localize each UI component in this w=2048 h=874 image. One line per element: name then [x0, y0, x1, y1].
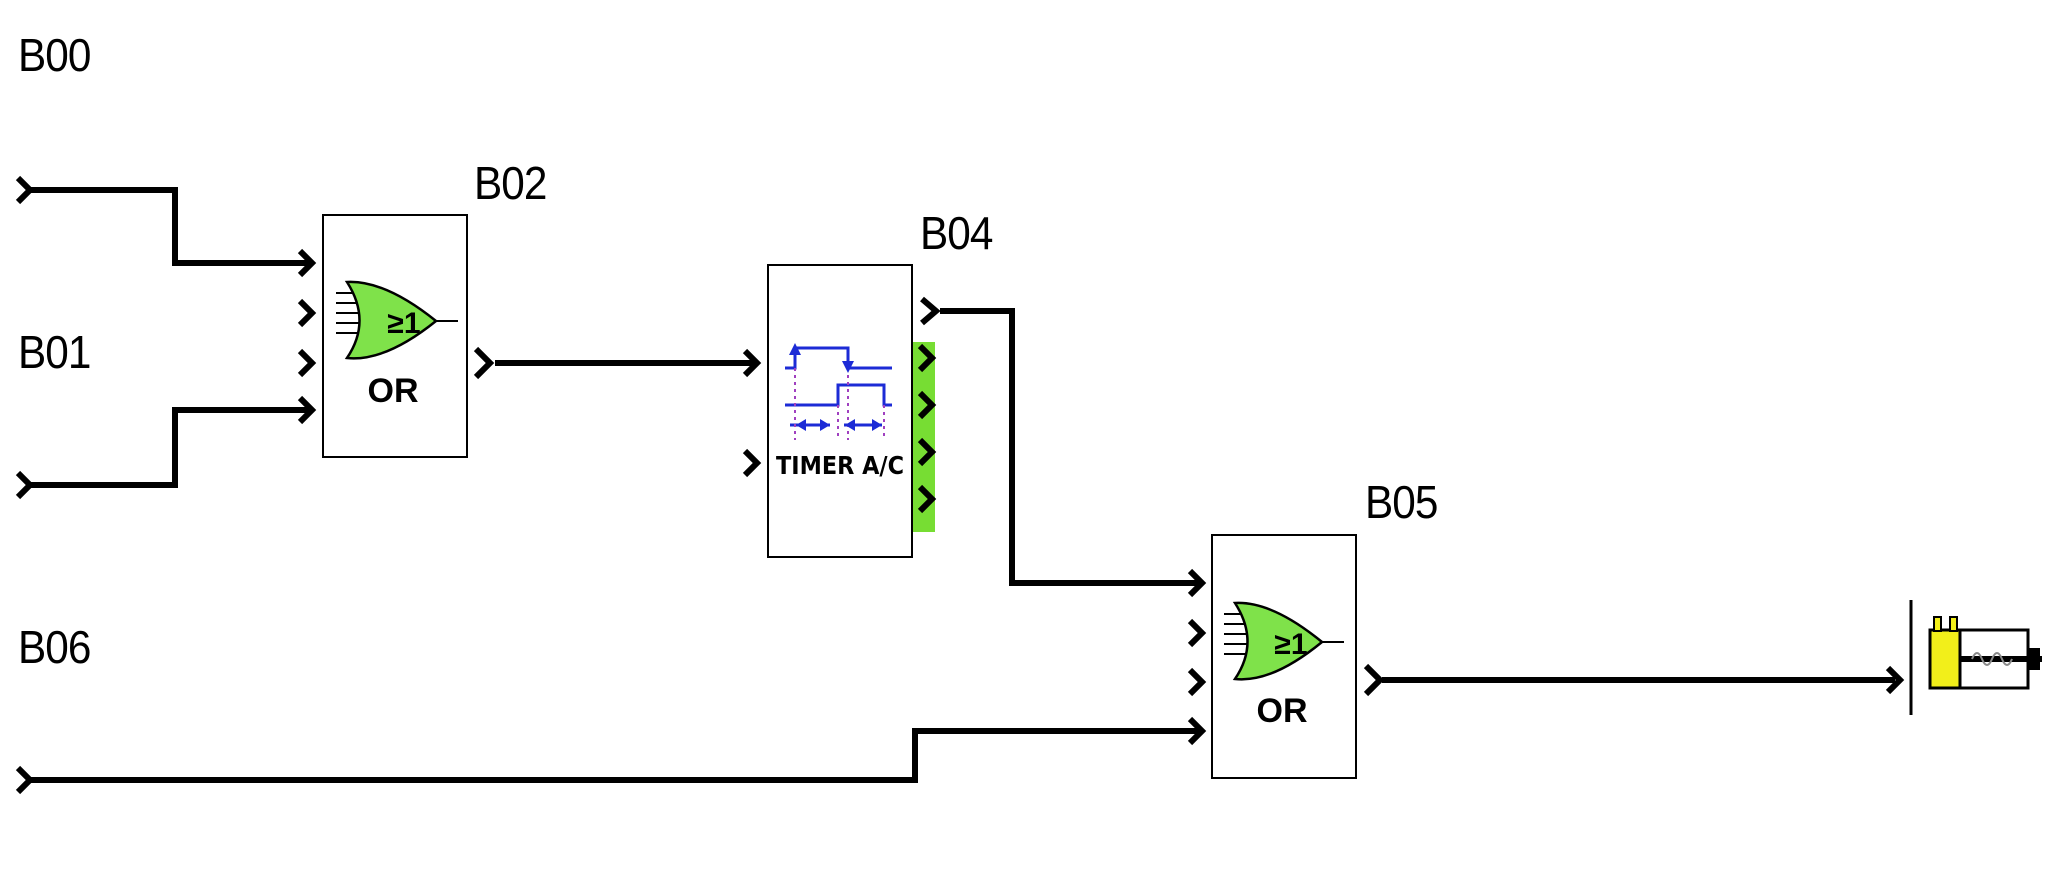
or-block-b02[interactable]: ≥1 OR	[297, 214, 495, 458]
or-gate-icon: ≥1	[336, 280, 458, 360]
b05-output-pin[interactable]	[1363, 663, 1385, 697]
timer-waveform-icon	[785, 343, 892, 440]
input-connector-b01[interactable]	[15, 470, 35, 500]
b05-gate-symbol: ≥1	[1274, 628, 1307, 661]
block-label-b02: B02	[474, 157, 547, 209]
b05-type-text: OR	[1257, 692, 1308, 730]
wire-b06-to-b05[interactable]	[30, 728, 1200, 783]
b02-output-pin[interactable]	[473, 346, 495, 380]
wire-b01-to-b02[interactable]	[30, 407, 310, 488]
b05-input-pins[interactable]	[1187, 568, 1207, 746]
b02-gate-symbol: ≥1	[387, 307, 420, 340]
input-connector-b06[interactable]	[15, 765, 35, 795]
wire-b04-to-b05[interactable]	[940, 308, 1200, 586]
block-label-b06: B06	[18, 621, 91, 673]
b04-output-pin-q[interactable]	[920, 296, 941, 326]
b02-input-pins[interactable]	[297, 248, 317, 425]
input-connector-b00[interactable]	[15, 175, 35, 205]
timer-block-b04[interactable]: TIMER A/C	[742, 264, 941, 558]
or-gate-icon: ≥1	[1224, 601, 1344, 681]
or-block-b05[interactable]: ≥1 OR	[1187, 534, 1385, 779]
b04-input-pins[interactable]	[742, 348, 762, 478]
wire-b00-to-b02[interactable]	[30, 187, 310, 266]
block-label-b05: B05	[1365, 476, 1438, 528]
b04-type-text: TIMER A/C	[776, 451, 904, 480]
block-label-b04: B04	[920, 207, 993, 259]
block-label-b00: B00	[18, 29, 91, 81]
block-label-b01: B01	[18, 326, 91, 378]
b04-parameter-pins[interactable]	[913, 342, 937, 532]
output-coil-icon[interactable]	[1885, 600, 2042, 715]
b02-type-text: OR	[368, 372, 419, 410]
